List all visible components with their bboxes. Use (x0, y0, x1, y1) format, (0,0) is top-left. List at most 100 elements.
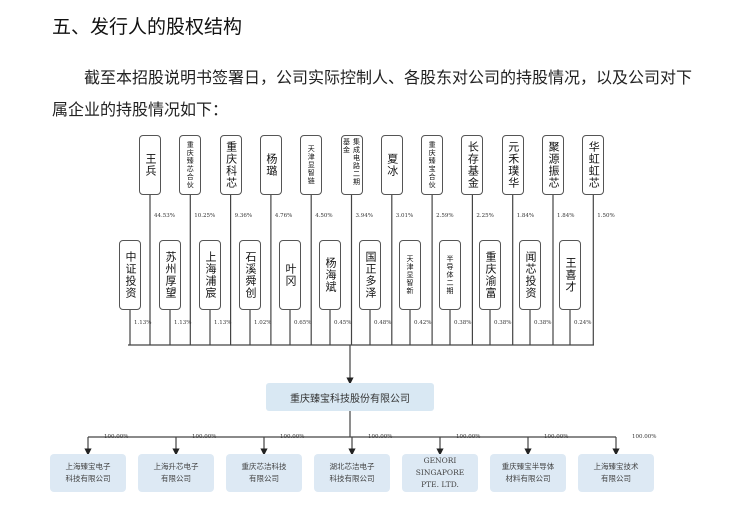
shareholder-name: 华虹虹芯 (587, 141, 601, 189)
shareholding-percent: 0.24% (574, 320, 592, 326)
shareholder-box: 重庆渝富 (479, 240, 501, 310)
shareholder-box: 重庆臻芯合伙 (179, 135, 202, 195)
subsidiary-name-line1: 上海臻宝技术 (593, 462, 639, 471)
subsidiary-name-line2: 科技有限公司 (65, 474, 111, 483)
shareholding-percent: 0.65% (294, 320, 312, 326)
shareholder-box: 重庆臻宝合伙 (421, 135, 444, 195)
shareholder-box: 闻芯投资 (519, 240, 541, 310)
shareholding-percent: 4.76% (274, 213, 293, 219)
issuer-company-box: 重庆臻宝科技股份有限公司 (266, 383, 434, 411)
shareholder-name: 长存基金 (466, 141, 480, 189)
shareholding-percent: 1.84% (516, 213, 535, 219)
shareholder-name: 夏冰 (385, 153, 399, 177)
shareholding-percent: 0.42% (414, 320, 432, 326)
shareholding-percent: 1.84% (557, 213, 575, 219)
shareholder-name: 重庆臻宝合伙 (428, 141, 437, 189)
shareholding-percent: 0.38% (454, 320, 472, 326)
shareholder-box: 长存基金 (461, 135, 484, 195)
subsidiary-name-line2: 有限公司 (249, 474, 279, 483)
shareholding-percent: 1.13% (134, 320, 152, 326)
shareholding-percent: 44.53% (154, 213, 175, 219)
shareholder-box: 天津显智新 (399, 240, 421, 310)
shareholder-box: 聚源振芯 (542, 135, 564, 195)
subsidiary-box: 重庆臻宝半导体材料有限公司 (490, 454, 566, 492)
shareholder-box: 集成电路二期基金 (340, 135, 363, 195)
subsidiary-percent: 100.00% (632, 434, 657, 440)
shareholder-box: 王喜才 (559, 240, 581, 310)
shareholder-box: 重庆科芯 (219, 135, 242, 195)
shareholder-box: 王兵 (139, 135, 161, 195)
subsidiary-name-line2: 有限公司 (601, 474, 631, 483)
shareholder-box: 华虹虹芯 (582, 135, 605, 195)
shareholder-box: 国正多泽 (359, 240, 381, 310)
shareholder-name: 中证投资 (124, 251, 137, 299)
shareholder-box: 半导体二期 (439, 240, 461, 310)
shareholder-name: 重庆渝富 (484, 251, 497, 299)
shareholder-name: 天津显智链 (307, 145, 316, 185)
shareholder-name: 重庆臻芯合伙 (186, 141, 195, 189)
shareholder-name: 国正多泽 (364, 251, 377, 299)
shareholder-box: 杨海斌 (319, 240, 341, 310)
shareholder-box: 苏州厚望 (159, 240, 181, 310)
shareholding-percent: 3.01% (395, 213, 414, 219)
shareholding-percent: 4.50% (315, 213, 333, 219)
subsidiary-name-line1: 重庆臻宝半导体 (501, 462, 555, 471)
subsidiary-name-line2: 材料有限公司 (505, 474, 551, 483)
shareholder-name: 杨海斌 (324, 257, 337, 293)
subsidiary-name-line1: 上海升芯电子 (153, 462, 199, 471)
shareholder-box: 夏冰 (380, 135, 403, 195)
subsidiary-percent: 100.00% (192, 434, 217, 440)
subsidiary-name-line1: GENORI SINGAPORE (415, 456, 465, 477)
subsidiary-name-line2: 有限公司 (161, 474, 191, 483)
subsidiary-box: 上海臻宝技术有限公司 (578, 454, 654, 492)
shareholder-name: 王喜才 (564, 257, 577, 293)
shareholding-percent: 9.36% (234, 213, 253, 219)
shareholder-box: 上海浦宸 (199, 240, 221, 310)
subsidiary-box: 湖北芯洁电子科技有限公司 (314, 454, 390, 492)
shareholder-name: 叶冈 (284, 263, 297, 287)
shareholder-box: 中证投资 (119, 240, 141, 310)
subsidiary-percent: 100.00% (280, 434, 305, 440)
intro-paragraph: 截至本招股说明书签署日，公司实际控制人、各股东对公司的持股情况，以及公司对下属企… (52, 68, 693, 119)
shareholder-name: 元禾璞华 (506, 141, 520, 189)
shareholding-percent: 1.50% (597, 213, 615, 219)
shareholder-name: 闻芯投资 (524, 251, 537, 299)
shareholding-percent: 0.45% (334, 320, 352, 326)
subsidiary-name-line2: PTE. LTD. (421, 480, 459, 489)
section-title: 五、发行人的股权结构 (52, 16, 243, 38)
shareholding-percent: 2.59% (436, 213, 454, 219)
shareholding-percent: 0.38% (494, 320, 512, 326)
subsidiary-box: GENORI SINGAPORE PTE. LTD. (402, 454, 478, 492)
subsidiary-box: 重庆芯洁科技有限公司 (226, 454, 302, 492)
subsidiary-box: 上海臻宝电子科技有限公司 (50, 454, 126, 492)
shareholder-box: 叶冈 (279, 240, 301, 310)
shareholder-box: 天津显智链 (300, 135, 323, 195)
shareholder-name: 天津显智新 (406, 255, 414, 295)
shareholding-percent: 0.48% (374, 320, 392, 326)
shareholder-name: 上海浦宸 (204, 251, 217, 299)
shareholder-box: 石溪舜创 (239, 240, 261, 310)
shareholder-name: 苏州厚望 (164, 251, 177, 299)
shareholding-percent: 1.02% (254, 320, 272, 326)
shareholder-name: 集成电路二期基金 (342, 138, 361, 186)
shareholding-percent: 10.25% (194, 213, 216, 219)
subsidiary-name-line1: 上海臻宝电子 (65, 462, 111, 471)
subsidiary-name-line1: 重庆芯洁科技 (241, 462, 287, 471)
subsidiary-name-line2: 科技有限公司 (329, 474, 375, 483)
shareholder-name: 石溪舜创 (244, 251, 257, 299)
subsidiary-percent: 100.00% (544, 434, 569, 440)
shareholder-box: 元禾璞华 (501, 135, 524, 195)
shareholder-name: 重庆科芯 (224, 141, 238, 189)
shareholding-percent: 1.13% (174, 320, 192, 326)
subsidiary-percent: 100.00% (368, 434, 393, 440)
shareholder-name: 聚源振芯 (547, 141, 560, 189)
subsidiary-name-line1: 湖北芯洁电子 (329, 462, 375, 471)
subsidiary-percent: 100.00% (456, 434, 481, 440)
shareholding-percent: 2.25% (476, 213, 494, 219)
shareholder-box: 杨璐 (259, 135, 282, 195)
shareholding-percent: 0.38% (534, 320, 552, 326)
shareholder-name: 王兵 (144, 153, 157, 177)
subsidiary-percent: 100.00% (104, 434, 129, 440)
subsidiary-box: 上海升芯电子有限公司 (138, 454, 214, 492)
